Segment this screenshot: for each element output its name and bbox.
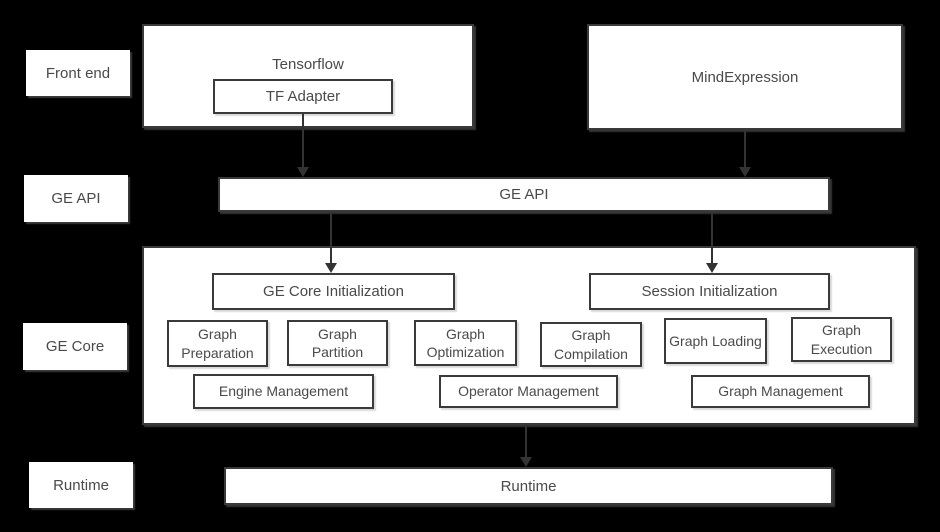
- row-label-ge-core: GE Core: [23, 323, 127, 370]
- session-initialization-box: Session Initialization: [589, 273, 830, 310]
- mindexpression-box: MindExpression: [587, 24, 903, 130]
- arrow-tf-adapter-to-ge-api: [297, 114, 309, 177]
- graph-optimization-box: Graph Optimization: [414, 320, 517, 366]
- arrow-shaft: [744, 130, 746, 169]
- graph-management-box: Graph Management: [691, 375, 870, 408]
- arrow-mindexpression-to-ge-api: [739, 130, 751, 177]
- graph-execution-box: Graph Execution: [791, 317, 892, 362]
- arrow-shaft: [711, 212, 713, 265]
- arrow-shaft: [330, 212, 332, 265]
- operator-management-box: Operator Management: [439, 375, 618, 408]
- engine-management-box: Engine Management: [193, 374, 374, 409]
- arrow-shaft: [525, 424, 527, 459]
- graph-loading-box: Graph Loading: [664, 318, 767, 364]
- arrow-ge-core-to-runtime: [520, 424, 532, 467]
- row-label-ge-api: GE API: [24, 175, 128, 222]
- tf-adapter-box: TF Adapter: [213, 79, 393, 114]
- graph-preparation-box: Graph Preparation: [167, 320, 268, 367]
- graph-compilation-box: Graph Compilation: [540, 322, 642, 367]
- runtime-bar: Runtime: [224, 467, 833, 505]
- arrow-ge-api-to-session-init: [706, 212, 718, 273]
- ge-api-bar: GE API: [218, 177, 830, 212]
- arrow-ge-api-to-ge-core-init: [325, 212, 337, 273]
- arrow-shaft: [302, 114, 304, 169]
- ge-core-initialization-box: GE Core Initialization: [212, 273, 455, 310]
- row-label-runtime: Runtime: [29, 462, 133, 508]
- row-label-front-end: Front end: [26, 50, 130, 96]
- tensorflow-title: Tensorflow: [272, 56, 344, 73]
- graph-partition-box: Graph Partition: [287, 320, 388, 366]
